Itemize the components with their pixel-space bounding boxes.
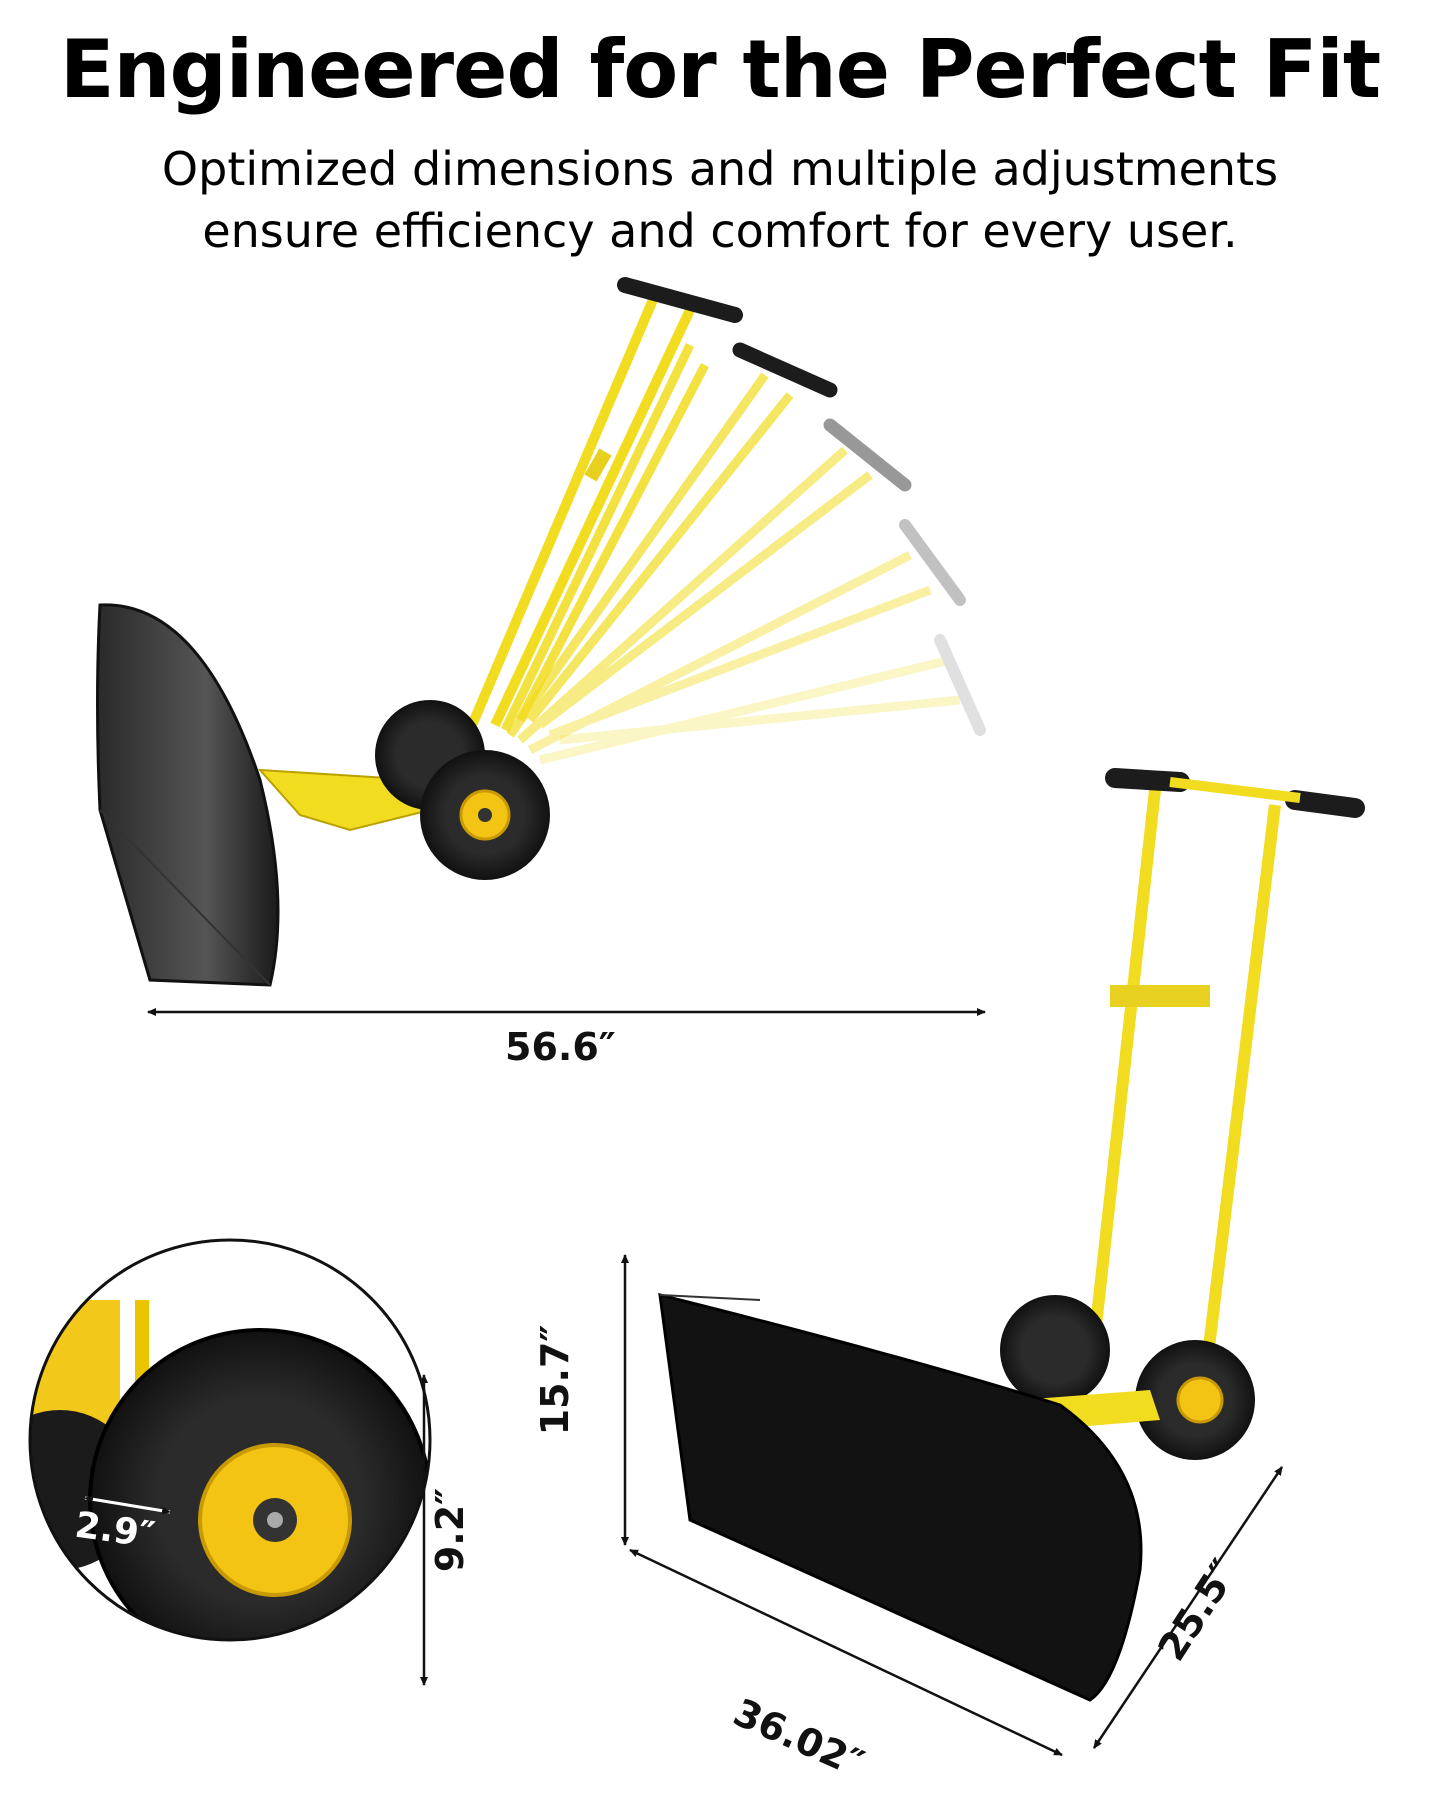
adjustable-handle-view (96, 277, 986, 987)
shovel-blade (96, 603, 280, 987)
wheel-diameter-label: 9.2″ (428, 1487, 472, 1573)
depth-dimension-line (1092, 1466, 1284, 1749)
handle-position-6 (538, 634, 986, 765)
length-label: 56.6″ (505, 1025, 616, 1069)
handle-position-2 (500, 343, 709, 732)
handle-position-1 (465, 277, 838, 732)
height-label: 15.7″ (533, 1324, 577, 1436)
page-subtitle: Optimized dimensions and multiple adjust… (0, 138, 1440, 262)
grip-right (1285, 790, 1365, 818)
page-title: Engineered for the Perfect Fit (59, 23, 1381, 116)
wheel-width-line (84, 1495, 171, 1515)
handle-position-4 (517, 418, 912, 744)
subtitle-line-2: ensure efficiency and comfort for every … (202, 204, 1238, 258)
grip-left (1105, 768, 1190, 792)
width-dimension-line (629, 1548, 1063, 1757)
handle-position-5 (527, 519, 966, 755)
upright-shovel-view (658, 768, 1365, 1702)
wheel-closeup (28, 1238, 432, 1642)
handle-positions (465, 277, 986, 765)
closeup-circle-frame (28, 1238, 432, 1642)
subtitle-line-1: Optimized dimensions and multiple adjust… (161, 142, 1279, 196)
